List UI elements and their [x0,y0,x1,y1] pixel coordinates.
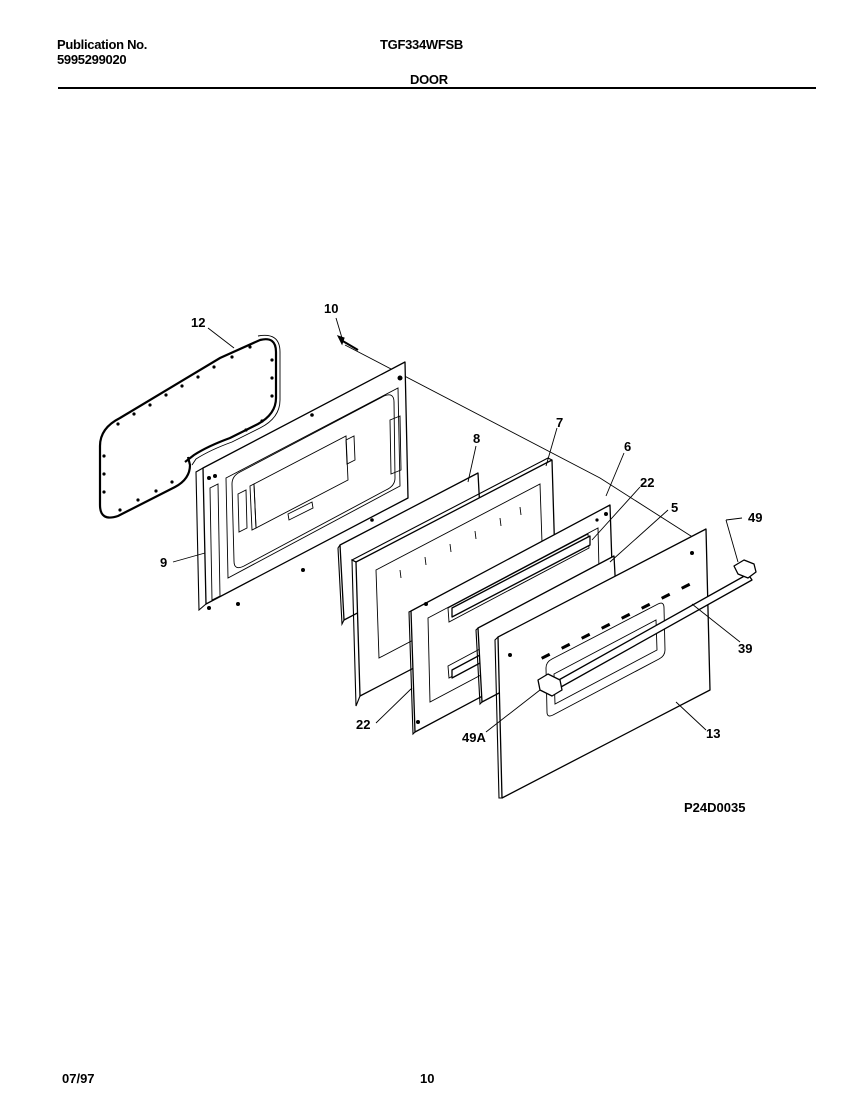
callout-49: 49 [748,510,762,525]
callout-9: 9 [160,555,167,570]
callout-22-lower: 22 [356,717,370,732]
callout-39: 39 [738,641,752,656]
screw [336,335,359,351]
section-title: DOOR [410,72,448,87]
page-number: 10 [420,1071,435,1086]
figure-code: P24D0035 [684,800,745,815]
callout-6: 6 [624,439,631,454]
callout-7: 7 [556,415,563,430]
inner-door-liner [195,361,409,612]
callout-10: 10 [324,301,338,316]
footer-date: 07/97 [62,1071,95,1086]
callout-8: 8 [473,431,480,446]
callout-5: 5 [671,500,678,515]
leader-lines [172,317,743,733]
gasket-clips [102,345,274,512]
handle-end-cap-right [733,559,757,579]
assembly-axis-line [344,344,706,546]
callout-12: 12 [191,315,205,330]
callout-13: 13 [706,726,720,741]
publication-label: Publication No. [57,37,148,52]
publication-number: 5995299020 [57,52,127,67]
callout-22-upper: 22 [640,475,654,490]
glass-retainer-upper [451,535,591,618]
header-rule [58,87,816,89]
callout-49a: 49A [462,730,486,745]
door-gasket [98,334,281,519]
model-number: TGF334WFSB [380,37,463,52]
